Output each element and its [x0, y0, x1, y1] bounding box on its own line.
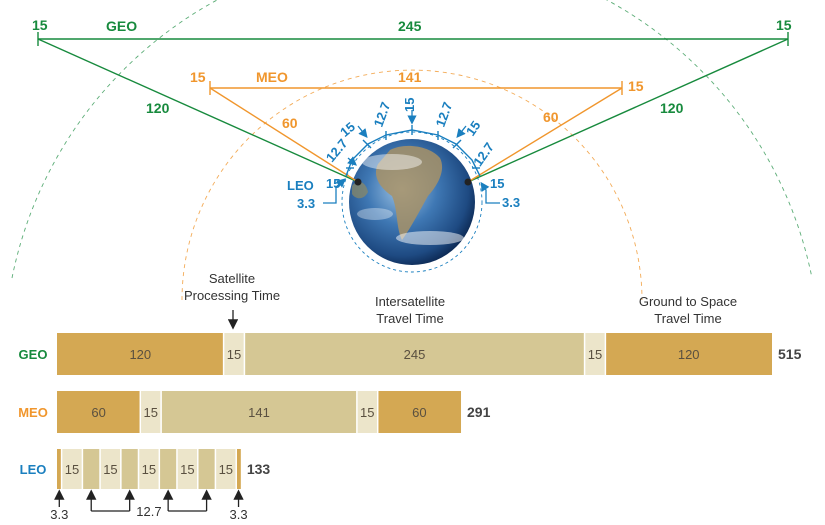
- meo-segment-value: 60: [412, 405, 426, 420]
- geo-segment-value: 15: [227, 347, 241, 362]
- leo-proc-label: 15: [490, 176, 504, 191]
- leo-intersat-segment: [197, 449, 216, 489]
- geo-intersat-label: 245: [398, 18, 422, 34]
- meo-uplink-label: 60: [282, 115, 298, 131]
- leo-proc-label: 15: [463, 118, 484, 138]
- meo-segment-value: 141: [248, 405, 270, 420]
- geo-downlink-label: 120: [660, 100, 684, 116]
- leo-ground-left-value: 3.3: [50, 507, 68, 522]
- leo-hop-label: 12.7: [433, 100, 456, 129]
- meo-path: [209, 81, 623, 183]
- leo-orbit-label: LEO: [287, 178, 314, 193]
- leo-processing-segment: [100, 449, 121, 489]
- meo-segment-value: 60: [91, 405, 105, 420]
- meo-total-value: 291: [467, 404, 491, 420]
- leo-ground-left-label: 3.3: [297, 196, 315, 211]
- meo-processing-segment: [140, 391, 162, 433]
- leo-ground-segment: [57, 449, 62, 489]
- geo-intersat-segment: [244, 333, 585, 375]
- meo-labels: 15 MEO 141 15 60 60: [190, 69, 644, 131]
- leo-segment-value: 15: [142, 462, 156, 477]
- meo-downlink-label: 60: [543, 109, 559, 125]
- leo-bar-annotations: 12.7 3.3 3.3: [50, 489, 248, 522]
- leo-hop-value: 12.7: [136, 504, 161, 519]
- leo-ground-segment: [236, 449, 241, 489]
- leo-hop-label: 12.7: [371, 100, 394, 129]
- leo-bar-label: LEO: [20, 462, 47, 477]
- leo-total-value: 133: [247, 461, 271, 477]
- leo-processing-segment: [61, 449, 83, 489]
- leo-ground-arrows: [323, 110, 500, 204]
- meo-orbit-arc: [181, 69, 643, 301]
- leo-intersat-segment: [82, 449, 101, 489]
- earth-globe-icon: [349, 139, 475, 265]
- leo-ground-right-value: 3.3: [229, 507, 247, 522]
- meo-segment-value: 15: [143, 405, 157, 420]
- leo-processing-segment: [138, 449, 160, 489]
- geo-uplink-label: 120: [146, 100, 170, 116]
- meo-proc-left-label: 15: [190, 69, 206, 85]
- meo-intersat-segment: [161, 391, 357, 433]
- meo-proc-right-label: 15: [628, 78, 644, 94]
- leo-segment-value: 15: [65, 462, 79, 477]
- meo-ground-segment: [57, 391, 141, 433]
- leo-intersat-segment: [120, 449, 139, 489]
- leo-proc-label: 15: [326, 176, 340, 191]
- orbit-arcs: [11, 0, 813, 301]
- leo-segment-value: 15: [180, 462, 194, 477]
- geo-ground-segment: [57, 333, 224, 375]
- meo-segment-value: 15: [360, 405, 374, 420]
- leo-segment-value: 15: [103, 462, 117, 477]
- leo-orbit-ring: [341, 131, 483, 273]
- leo-path: [345, 125, 481, 177]
- geo-processing-segment: [223, 333, 245, 375]
- leo-intersat-segment: [159, 449, 177, 489]
- geo-path: [37, 32, 789, 183]
- leo-proc-label: 15: [402, 98, 417, 112]
- leo-proc-label: 15: [337, 119, 358, 140]
- geo-bar-label: GEO: [19, 347, 48, 362]
- geo-labels: 15 GEO 245 15 120 120: [32, 17, 792, 116]
- geo-proc-right-label: 15: [776, 17, 792, 33]
- geo-orbit-label: GEO: [106, 18, 137, 34]
- meo-intersat-label: 141: [398, 69, 422, 85]
- leo-processing-segment: [215, 449, 237, 489]
- geo-segment-value: 120: [129, 347, 151, 362]
- geo-segment-value: 15: [588, 347, 602, 362]
- geo-ground-segment: [605, 333, 772, 375]
- geo-segment-value: 245: [404, 347, 426, 362]
- leo-ground-right-label: 3.3: [502, 195, 520, 210]
- geo-segment-value: 120: [678, 347, 700, 362]
- geo-orbit-arc: [11, 0, 813, 279]
- meo-bar-label: MEO: [18, 405, 48, 420]
- geo-proc-left-label: 15: [32, 17, 48, 33]
- leo-processing-segment: [176, 449, 198, 489]
- meo-processing-segment: [356, 391, 378, 433]
- ground-station-icon: [354, 178, 472, 186]
- geo-processing-segment: [584, 333, 606, 375]
- leo-segment-value: 15: [219, 462, 233, 477]
- geo-total-value: 515: [778, 346, 802, 362]
- meo-orbit-label: MEO: [256, 69, 288, 85]
- meo-ground-segment: [377, 391, 462, 433]
- leo-hop-label: 12.7: [323, 136, 351, 165]
